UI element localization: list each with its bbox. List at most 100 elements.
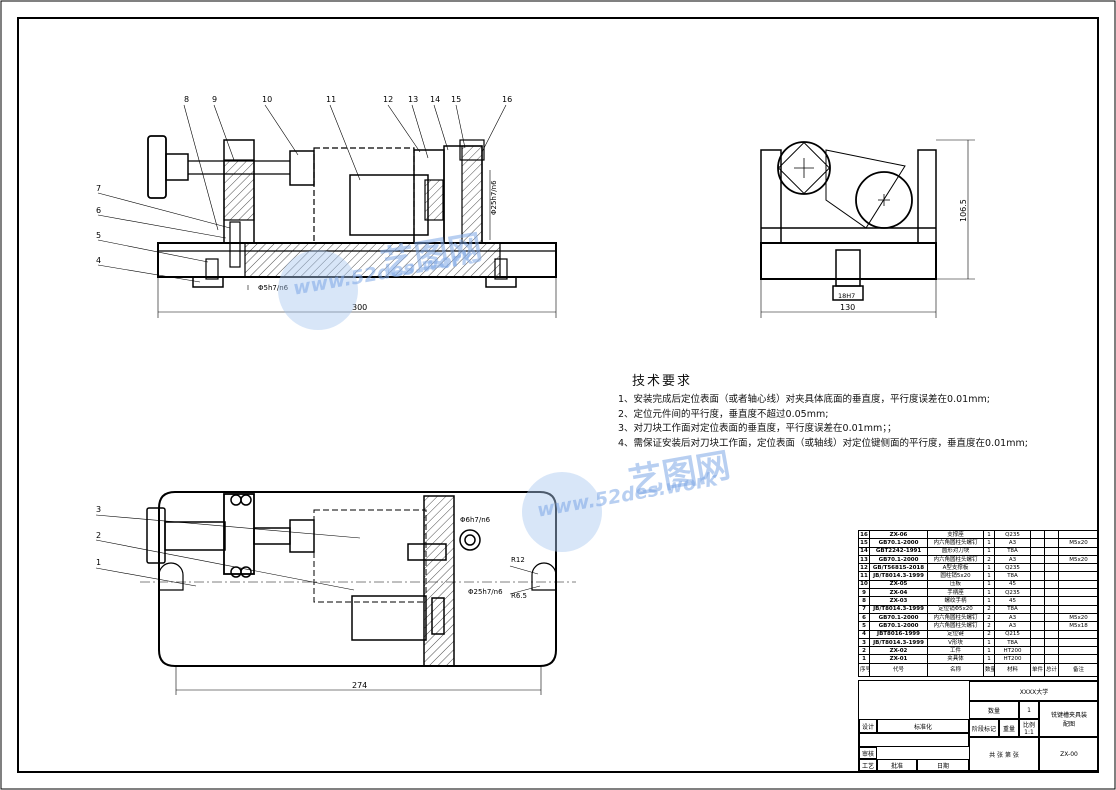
title-block: XXXX大学 数量 1 铣键槽夹具装 配图 阶段标记 重量 比例 1:1 共 张…: [858, 680, 1099, 772]
bom-cell: 1: [983, 529, 995, 540]
bom-cell: HT200: [994, 646, 1031, 656]
notes-heading: 技术要求: [632, 374, 693, 389]
bom-cell: M5x20: [1058, 554, 1099, 565]
bom-cell: 2: [858, 646, 870, 656]
bom-cell: GB70.1-2000: [869, 554, 928, 565]
bom-cell: [1044, 596, 1059, 606]
bom-cell: 螺纹手柄: [927, 596, 984, 606]
note-line: 4、需保证安装后对刀块工作面，定位表面（或轴线）对定位键侧面的平行度，垂直度在0…: [618, 437, 1028, 449]
balloon-16: 16: [502, 95, 512, 104]
watermark-globe: [278, 250, 602, 552]
balloon-9: 9: [212, 95, 217, 104]
bom-header-cell: 备注: [1058, 662, 1099, 677]
bom-cell: 12: [858, 563, 870, 573]
bom-cell: 1: [983, 571, 995, 581]
bom-cell: [1044, 554, 1059, 565]
dim-fit-base: Φ5h7/n6: [258, 284, 289, 292]
balloon-2: 2: [96, 531, 101, 540]
dim-300: 300: [352, 303, 367, 312]
bom-cell: [1030, 554, 1045, 565]
bom-cell: JB/T8014.3-1999: [869, 571, 928, 581]
balloon-5: 5: [96, 231, 101, 240]
technical-requirements: 技术要求 1、安装完成后定位表面（或者轴心线）对夹具体底面的垂直度，平行度误差在…: [618, 370, 1038, 451]
bom-cell: T8A: [994, 604, 1031, 614]
bom-header-cell: 数量: [983, 662, 995, 677]
bom-cell: [1044, 579, 1059, 590]
bom-cell: M5x20: [1058, 612, 1099, 623]
bom-cell: [1044, 612, 1059, 623]
side-view: [760, 139, 975, 318]
bom-cell: 定位销Φ5x20: [927, 604, 984, 614]
bom-cell: A3: [994, 612, 1031, 623]
balloon-11: 11: [326, 95, 336, 104]
bom-cell: [1044, 588, 1059, 598]
bom-cell: 7: [858, 604, 870, 614]
bom-header-cell: 材料: [994, 662, 1031, 677]
bom-cell: 1: [983, 538, 995, 548]
bom-header-row: 序号代号名称数量材料单件总计备注: [858, 662, 1099, 677]
title-line-1: 铣键槽夹具装: [1050, 712, 1087, 719]
bom-cell: A型支撑板: [927, 563, 984, 573]
balloon-6: 6: [96, 206, 101, 215]
bom-cell: 圆柱销5x20: [927, 571, 984, 581]
bom-cell: [1044, 571, 1059, 581]
bom-cell: HT200: [994, 654, 1031, 664]
bom-cell: ZX-03: [869, 596, 928, 606]
balloon-1: 1: [96, 558, 101, 567]
bom-cell: T8A: [994, 637, 1031, 648]
balloon-14: 14: [430, 95, 440, 104]
bom-cell: [1030, 621, 1045, 631]
bom-cell: 5: [858, 621, 870, 631]
scale-label: 比例: [1022, 722, 1035, 729]
bom-header-cell: 总计: [1044, 662, 1059, 677]
bom-cell: 11: [858, 571, 870, 581]
balloon-10: 10: [262, 95, 272, 104]
bom-cell: 1: [983, 563, 995, 573]
bom-cell: [1030, 529, 1045, 540]
note-line: 1、安装完成后定位表面（或者轴心线）对夹具体底面的垂直度，平行度误差在0.01m…: [618, 394, 990, 405]
bom-cell: 手柄座: [927, 588, 984, 598]
bom-cell: [1030, 646, 1045, 656]
balloon-15: 15: [451, 95, 461, 104]
bom-cell: 13: [858, 554, 870, 565]
front-view: [97, 104, 557, 318]
bom-cell: ZX-06: [869, 529, 928, 540]
bom-cell: 2: [983, 621, 995, 631]
bom-header-cell: 序号: [858, 662, 870, 677]
balloon-3: 3: [96, 505, 101, 514]
bom-cell: A3: [994, 621, 1031, 631]
process-label: 工艺: [859, 759, 877, 771]
bom-cell: [1030, 538, 1045, 548]
bom-cell: M5x18: [1058, 621, 1099, 631]
side-view-dims: 130 106.5 18H7: [838, 199, 968, 312]
bom-cell: [1058, 529, 1099, 540]
bom-cell: [1044, 604, 1059, 614]
sheet-label: 共 张 第 张: [969, 737, 1039, 771]
bom-cell: [1030, 588, 1045, 598]
bom-cell: 1: [983, 546, 995, 556]
balloon-13: 13: [408, 95, 418, 104]
bom-cell: A3: [994, 554, 1031, 565]
bom-cell: ZX-04: [869, 588, 928, 598]
bom-header-cell: 代号: [869, 662, 928, 677]
bom-cell: [1044, 546, 1059, 556]
bom-cell: 1: [858, 654, 870, 664]
bom-cell: 2: [983, 604, 995, 614]
bom-cell: [1044, 654, 1059, 664]
dim-18h7: 18H7: [838, 292, 855, 300]
qty-value: 1: [1019, 701, 1039, 719]
bom-cell: 1: [983, 596, 995, 606]
bom-cell: [1044, 646, 1059, 656]
bom-cell: [1030, 579, 1045, 590]
stage-label: 阶段标记: [969, 719, 999, 737]
balloon-4: 4: [96, 256, 101, 265]
bom-cell: 4: [858, 629, 870, 639]
approve-label: 批准: [877, 759, 917, 771]
bom-cell: GB70.1-2000: [869, 538, 928, 548]
bom-cell: JB/T8014.3-1999: [869, 604, 928, 614]
